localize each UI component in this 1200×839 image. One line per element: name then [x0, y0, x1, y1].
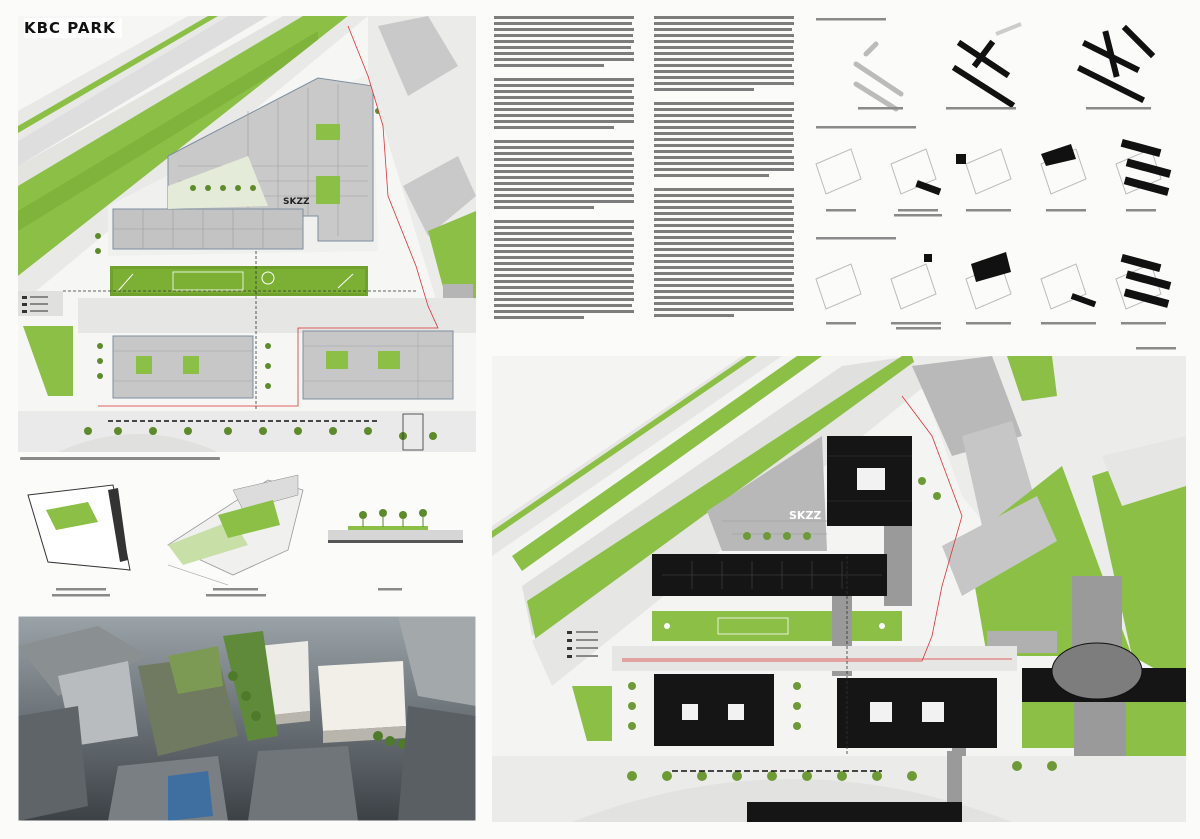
- main-site-plan-drawing: SKZZ: [18, 16, 476, 452]
- plan-green-strip-1: [492, 356, 757, 538]
- description-text-column-1: [494, 16, 642, 326]
- plan-legend: [567, 631, 598, 658]
- massing-row-2: [815, 138, 1172, 217]
- aerial-view-render: [18, 616, 476, 821]
- plan-central-park-strip: [652, 611, 902, 641]
- text-lines-1: [494, 16, 634, 319]
- main-plan-legend: [22, 296, 48, 313]
- massing-row-3: [815, 252, 1176, 350]
- description-text-column-2: [654, 16, 802, 326]
- main-plan-skzz-label: SKZZ: [283, 197, 310, 207]
- large-plan-skzz-label: SKZZ: [789, 509, 821, 522]
- board-title: KBC PARK: [24, 18, 122, 38]
- plan-green-strip-2: [512, 356, 822, 571]
- plan-lower-center-black-building: [837, 678, 997, 748]
- detailed-site-plan: SKZZ: [492, 356, 1186, 822]
- green-strip-1: [18, 16, 218, 133]
- plan-gray-building: [707, 436, 827, 551]
- section-diagram: [328, 509, 463, 591]
- axonometry-diagram-2: [167, 474, 304, 597]
- plan-lower-left-black-building: [654, 674, 774, 746]
- massing-row-1: [853, 22, 1156, 112]
- massing-diagrams: [806, 14, 1186, 354]
- axonometry-diagram-1: [27, 484, 131, 597]
- aerial-view-drawing: [18, 616, 476, 821]
- massing-diagrams-drawing: [806, 14, 1186, 354]
- main-plan-caption-bar: [20, 457, 220, 460]
- main-site-plan: SKZZ: [18, 16, 476, 452]
- render-building-2: [318, 661, 406, 731]
- axonometry-diagrams: [18, 470, 476, 610]
- text-lines-2: [654, 16, 794, 317]
- axonometry-drawing: [18, 470, 476, 610]
- detailed-site-plan-drawing: SKZZ: [492, 356, 1186, 822]
